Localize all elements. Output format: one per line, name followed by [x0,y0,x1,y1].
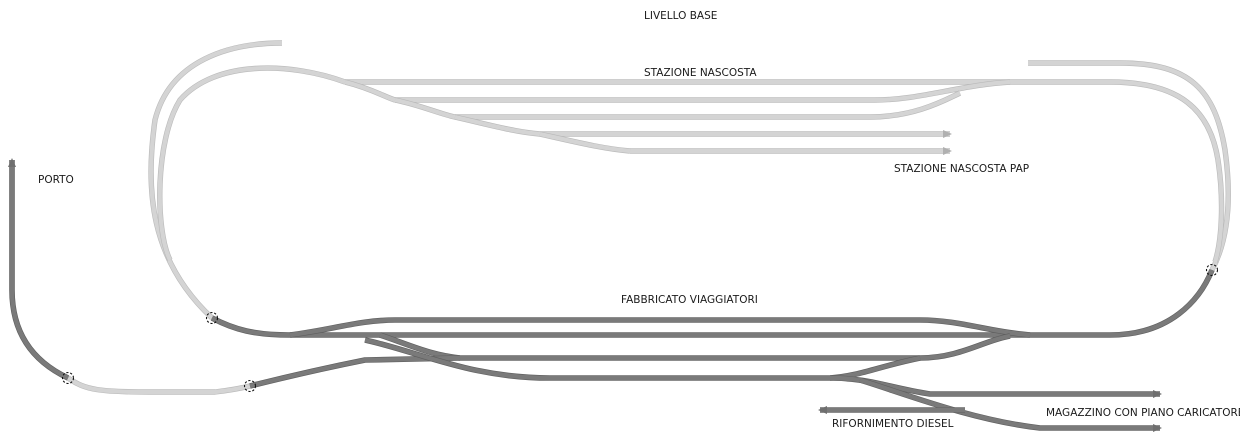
visible-tracks [8,158,1215,432]
label-fabbricato-viaggiatori: FABBRICATO VIAGGIATORI [621,294,758,306]
label-stazione-nascosta: STAZIONE NASCOSTA [644,67,757,79]
track-joints [61,263,1219,393]
label-rifornimento-diesel: RIFORNIMENTO DIESEL [832,418,954,430]
label-livello-base: LIVELLO BASE [644,10,717,22]
label-porto: PORTO [38,174,74,186]
label-magazzino: MAGAZZINO CON PIANO CARICATORE [1046,407,1240,419]
hidden-tracks [66,40,1231,395]
label-stazione-nascosta-pap: STAZIONE NASCOSTA PAP [894,163,1029,175]
